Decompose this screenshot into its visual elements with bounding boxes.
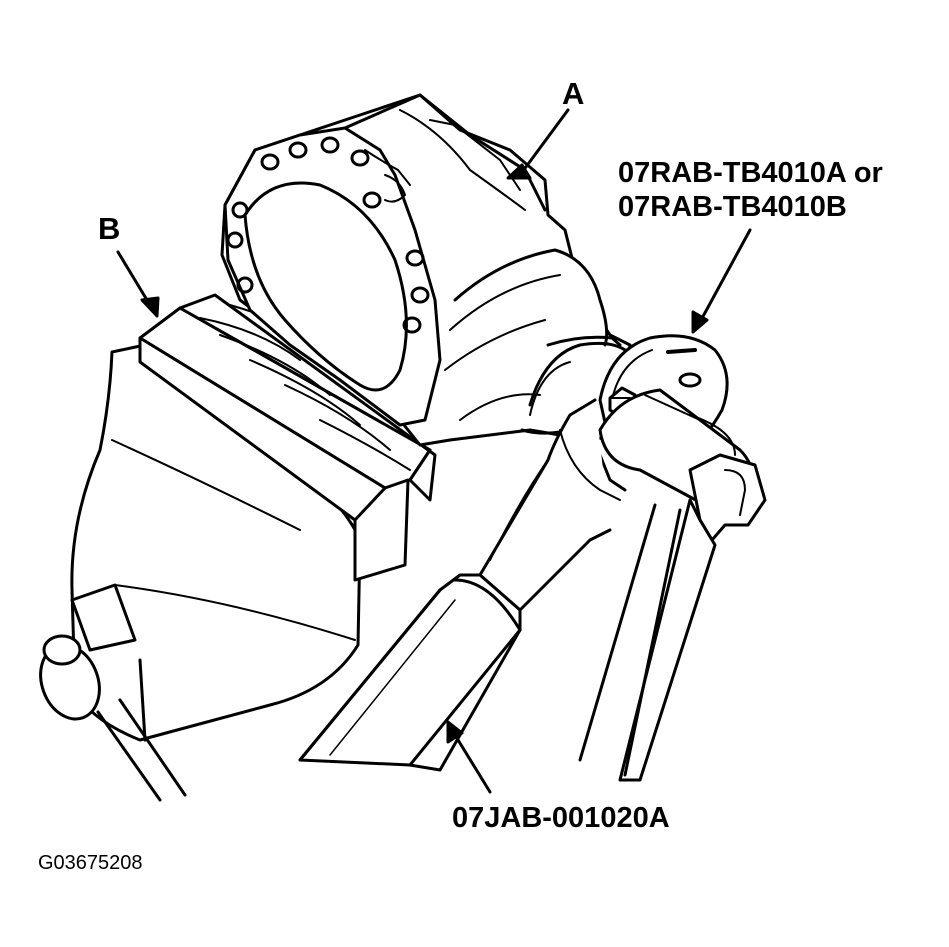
- drive-adapter: [598, 388, 767, 542]
- arrowhead-a: [506, 163, 532, 180]
- callout-b: B: [98, 211, 121, 246]
- bench-vise: [39, 293, 437, 802]
- leader-a: [518, 108, 570, 177]
- callout-wrench: 07JAB-001020A: [452, 802, 670, 834]
- arrowhead-wrench: [446, 720, 464, 744]
- wrench: [298, 398, 717, 782]
- leader-b: [116, 250, 152, 307]
- leader-arrows: [116, 108, 752, 794]
- callout-a: A: [562, 76, 585, 111]
- figure-code: G03675208: [38, 852, 143, 874]
- arrowhead-b: [140, 296, 160, 318]
- leader-holder: [698, 228, 752, 324]
- leader-wrench: [453, 733, 492, 794]
- arrowhead-holder: [691, 310, 709, 334]
- transfer-housing: [220, 93, 632, 447]
- callout-holder-line1: 07RAB-TB4010A or: [618, 157, 883, 189]
- callout-holder-line2: 07RAB-TB4010B: [618, 191, 847, 223]
